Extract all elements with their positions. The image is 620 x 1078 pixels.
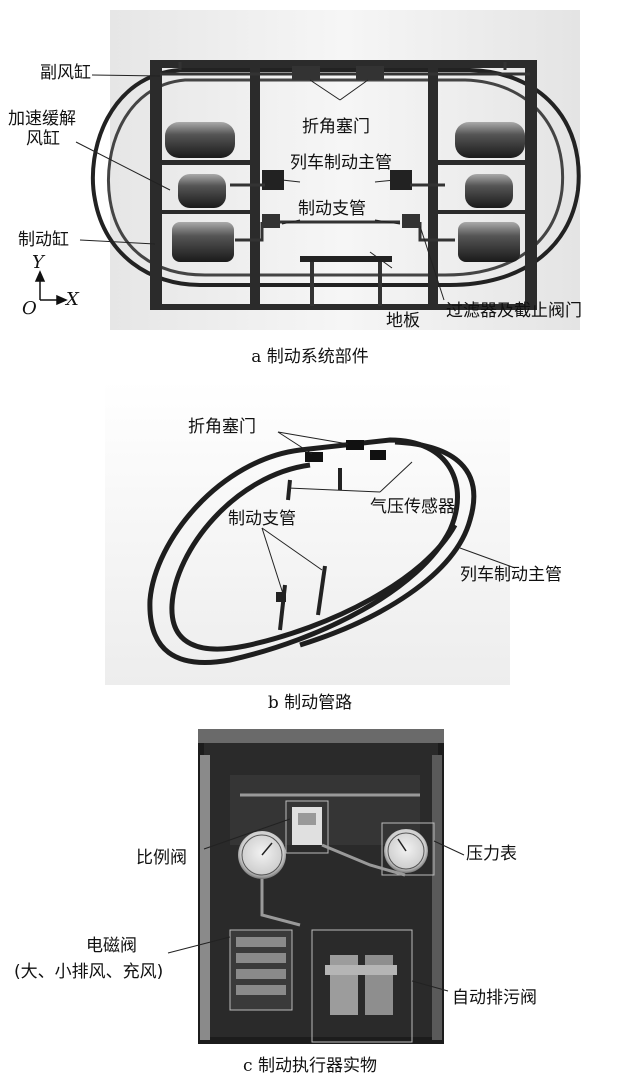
label-solenoid-line2: (大、小排风、充风) [14, 962, 164, 982]
label-brake-cylinder: 制动缸 [18, 230, 69, 250]
label-accel-release-line1: 加速缓解 [8, 109, 76, 129]
brake-system-drawing [34, 10, 581, 330]
caption-c: c 制动执行器实物 [243, 1056, 377, 1076]
axis-x: X [66, 289, 79, 310]
panel-a-brake-system: 副风缸 加速缓解 风缸 制动缸 折角塞门 列车制动主管 制动支管 地板 过滤器及… [0, 0, 620, 370]
axis-origin: O [22, 298, 37, 319]
label-solenoid-line1: 电磁阀 [86, 936, 137, 956]
caption-b: b 制动管路 [267, 693, 353, 713]
label-train-pipe: 列车制动主管 [290, 153, 392, 173]
caption-a: a 制动系统部件 [251, 347, 369, 367]
label-proportional-valve: 比例阀 [136, 848, 187, 868]
panel-b-brake-piping: 折角塞门 气压传感器 制动支管 列车制动主管 b 制动管路 [0, 370, 620, 715]
actuator-photo [167, 729, 465, 1044]
label-pressure-sensor: 气压传感器 [370, 497, 455, 517]
brake-piping-drawing [105, 380, 516, 685]
label-accel-release-line2: 风缸 [26, 129, 60, 149]
label-auto-drain: 自动排污阀 [452, 988, 537, 1008]
label-branch-pipe: 制动支管 [298, 199, 366, 219]
panel-c-actuator-photo: 比例阀 压力表 电磁阀 (大、小排风、充风) 自动排污阀 c 制动执行器实物 [0, 715, 620, 1078]
label-aux-reservoir: 副风缸 [40, 63, 91, 83]
label-floor: 地板 [386, 311, 420, 331]
label-angle-cock-b: 折角塞门 [188, 417, 256, 437]
label-angle-cock: 折角塞门 [302, 117, 370, 137]
label-pressure-gauge: 压力表 [466, 844, 517, 864]
axis-y: Y [32, 252, 44, 273]
label-filter-valve: 过滤器及截止阀门 [446, 301, 582, 321]
label-branch-pipe-b: 制动支管 [228, 509, 296, 529]
label-train-pipe-b: 列车制动主管 [460, 565, 562, 585]
